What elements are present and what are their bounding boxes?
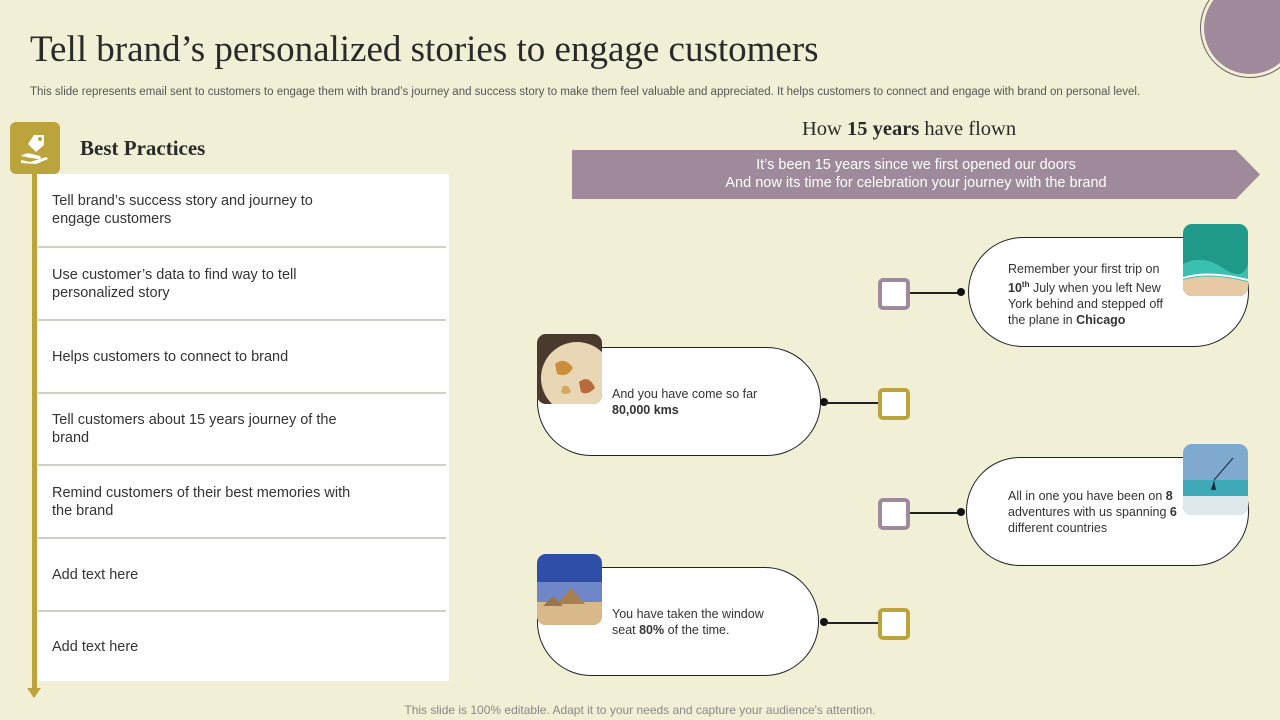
list-item-text: Tell customers about 15 years journey of… <box>52 412 337 446</box>
best-practices-list: Tell brand’s success story and journey t… <box>38 174 449 681</box>
list-item: Remind customers of their best memories … <box>38 466 446 539</box>
banner-arrow <box>572 150 1260 199</box>
connector-dot <box>957 288 965 296</box>
journey-heading: How 15 years have flown <box>802 118 1017 140</box>
connector-dot <box>820 398 828 406</box>
globe-photo <box>537 334 602 404</box>
beach-photo <box>1183 224 1248 296</box>
corner-decoration <box>1204 0 1280 74</box>
connector-square <box>878 608 910 640</box>
timeline-arrow <box>27 688 41 698</box>
connector-line <box>825 622 880 624</box>
list-item: Add text here <box>38 539 446 612</box>
slide-title: Tell brand’s personalized stories to eng… <box>30 29 819 70</box>
list-item: Tell customers about 15 years journey of… <box>38 394 446 466</box>
connector-line <box>825 402 880 404</box>
list-item-text: Remind customers of their best memories … <box>52 484 351 519</box>
best-practices-heading: Best Practices <box>80 136 206 160</box>
connector-line <box>910 512 960 514</box>
list-item-text: Add text here <box>52 566 139 583</box>
list-item-text: Use customer’s data to find way to tell … <box>52 266 297 301</box>
list-item: Add text here <box>38 612 446 681</box>
timeline-line <box>32 174 37 692</box>
pyramid-photo <box>537 554 602 625</box>
hand-tag-icon <box>21 135 48 164</box>
banner-line-2: And now its time for celebration your jo… <box>725 175 1107 191</box>
story-text-window: You have taken the window seat 80% of th… <box>612 607 764 637</box>
connector-square <box>878 498 910 530</box>
list-item: Helps customers to connect to brand <box>38 321 446 394</box>
story-text-distance: And you have come so far 80,000 kms <box>612 387 758 417</box>
list-item: Use customer’s data to find way to tell … <box>38 248 446 321</box>
kitesurf-photo <box>1183 444 1248 515</box>
connector-line <box>910 292 960 294</box>
banner-line-1: It’s been 15 years since we first opened… <box>756 157 1076 173</box>
list-item-text: Tell brand’s success story and journey t… <box>52 193 313 227</box>
connector-dot <box>957 508 965 516</box>
story-text-trip: Remember your first trip on 10th July wh… <box>1008 262 1163 328</box>
footer-note: This slide is 100% editable. Adapt it to… <box>404 703 876 717</box>
story-text-adventures: All in one you have been on 8 adventures… <box>1008 489 1177 535</box>
banner-text: It’s been 15 years since we first opened… <box>572 156 1260 192</box>
list-item-text: Helps customers to connect to brand <box>52 348 289 365</box>
connector-dot <box>820 618 828 626</box>
slide-subtitle: This slide represents email sent to cust… <box>30 86 1141 98</box>
connector-square <box>878 388 910 420</box>
list-item: Tell brand’s success story and journey t… <box>38 174 446 248</box>
connector-square <box>878 278 910 310</box>
best-practices-icon-box <box>10 122 60 174</box>
list-item-text: Add text here <box>52 638 139 655</box>
